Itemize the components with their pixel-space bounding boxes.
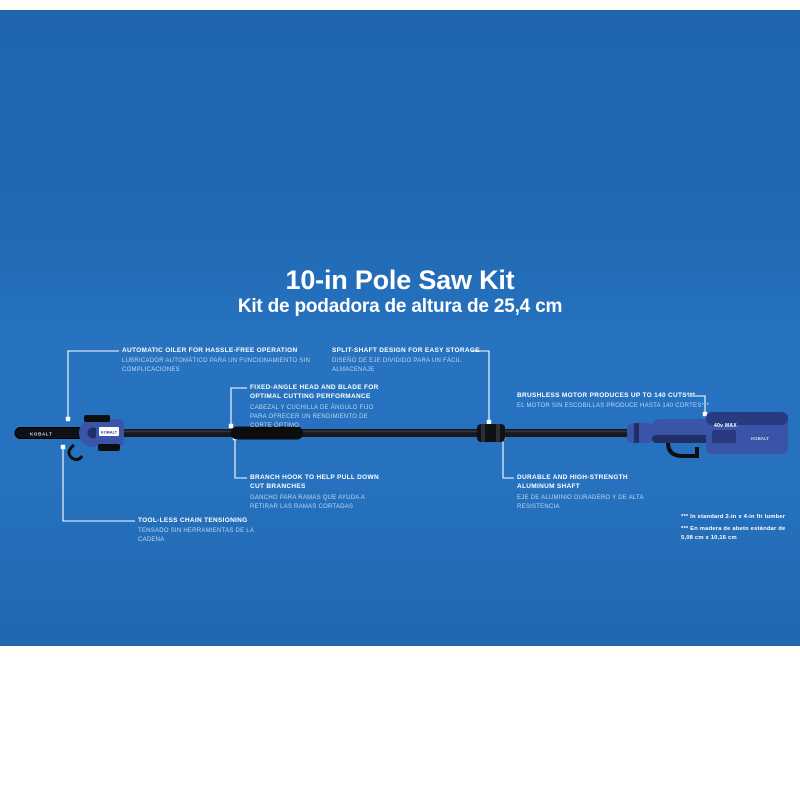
footnote-es: *** En madera de abeto estándar de 5,08 … [681, 526, 786, 541]
callout-heading: AUTOMATIC OILER FOR HASSLE-FREE OPERATIO… [122, 347, 298, 354]
callout-heading: DURABLE AND HIGH-STRENGTH ALUMINUM SHAFT [517, 474, 628, 491]
callout-body: GANCHO PARA RAMAS QUE AYUDA A RETIRAR LA… [250, 494, 365, 510]
callout-split-shaft: SPLIT-SHAFT DESIGN FOR EASY STORAGE DISE… [332, 346, 497, 375]
page-subtitle: Kit de podadora de altura de 25,4 cm [237, 296, 563, 317]
callout-heading: BRANCH HOOK TO HELP PULL DOWN CUT BRANCH… [250, 474, 379, 491]
callout-body: TENSADO SIN HERRAMIENTAS DE LA CADENA [138, 528, 254, 544]
page-title: 10-in Pole Saw Kit [285, 265, 515, 295]
callout-branch-hook: BRANCH HOOK TO HELP PULL DOWN CUT BRANCH… [250, 473, 380, 512]
callout-brushless-motor: BRUSHLESS MOTOR PRODUCES UP TO 140 CUTS*… [517, 391, 717, 411]
callout-heading: TOOL-LESS CHAIN TENSIONING [138, 517, 248, 524]
footnote-en: *** In standard 2-in x 4-in fir lumber [681, 514, 786, 520]
callout-aluminum-shaft: DURABLE AND HIGH-STRENGTH ALUMINUM SHAFT… [517, 473, 659, 512]
callout-body: EJE DE ALUMINIO DURADERO Y DE ALTA RESIS… [517, 494, 644, 510]
callout-body: CABEZAL Y CUCHILLA DE ÁNGULO FIJO PARA O… [250, 404, 374, 429]
callout-heading: FIXED-ANGLE HEAD AND BLADE FOR OPTIMAL C… [250, 384, 379, 401]
callout-body: DISEÑO DE EJE DIVIDIDO PARA UN FÁCIL ALM… [332, 358, 462, 374]
callout-body: LUBRICADOR AUTOMÁTICO PARA UN FUNCIONAMI… [122, 358, 311, 374]
callout-chain-tensioning: TOOL-LESS CHAIN TENSIONING TENSADO SIN H… [138, 516, 256, 545]
hero-panel [0, 10, 800, 646]
callout-automatic-oiler: AUTOMATIC OILER FOR HASSLE-FREE OPERATIO… [122, 346, 327, 375]
callout-fixed-angle-head: FIXED-ANGLE HEAD AND BLADE FOR OPTIMAL C… [250, 383, 382, 431]
callout-heading: SPLIT-SHAFT DESIGN FOR EASY STORAGE [332, 347, 480, 354]
callout-heading: BRUSHLESS MOTOR PRODUCES UP TO 140 CUTS*… [517, 392, 696, 399]
callout-body: EL MOTOR SIN ESCOBILLAS PRODUCE HASTA 14… [517, 403, 710, 410]
